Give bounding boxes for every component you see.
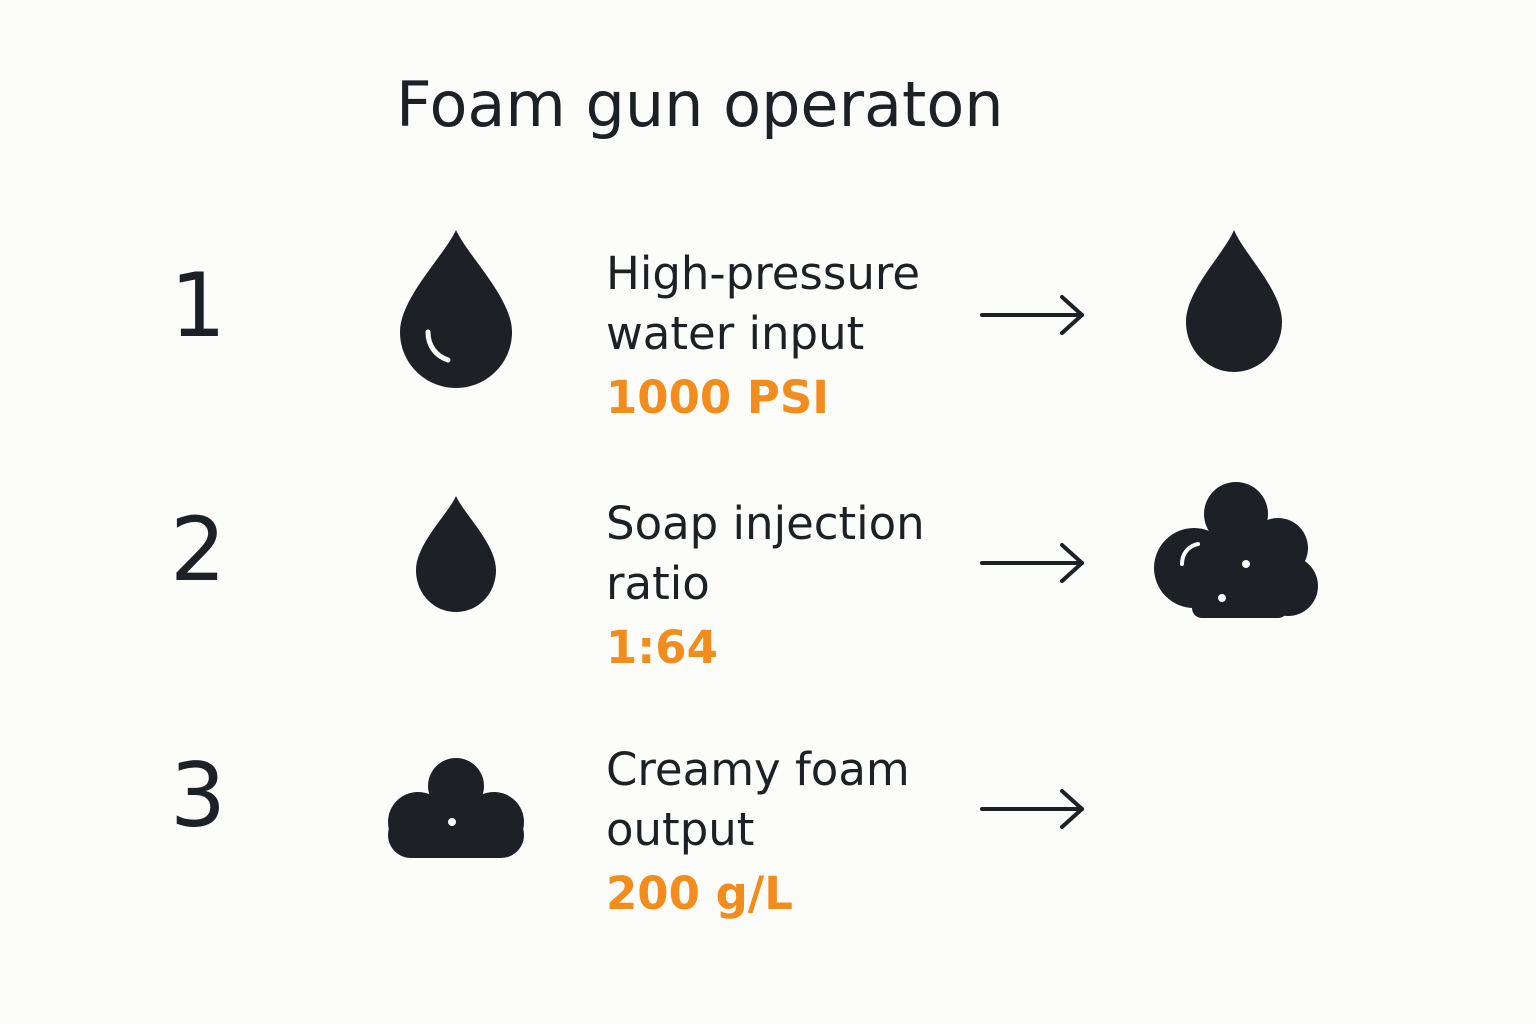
step-3-value: 200 g/L xyxy=(606,867,793,920)
water-drop-icon xyxy=(416,496,496,612)
arrow-right-icon xyxy=(980,789,1084,829)
step-3-label-line-2: output xyxy=(606,803,755,856)
arrow-right-icon xyxy=(980,295,1084,335)
step-3-label-line-1: Creamy foam xyxy=(606,743,910,796)
step-1-text: High-pressure water input 1000 PSI xyxy=(606,244,966,428)
step-1-label-line-1: High-pressure xyxy=(606,247,921,300)
step-3-number: 3 xyxy=(170,744,226,847)
step-3-text: Creamy foam output 200 g/L xyxy=(606,740,966,924)
step-2-text: Soap injection ratio 1:64 xyxy=(606,494,966,678)
water-drop-icon xyxy=(1186,230,1282,372)
step-2-label-line-2: ratio xyxy=(606,557,710,610)
step-1-value: 1000 PSI xyxy=(606,371,830,424)
step-1-label-line-2: water input xyxy=(606,307,865,360)
step-2-value: 1:64 xyxy=(606,621,718,674)
foam-cloud-icon xyxy=(388,758,524,858)
step-2-number: 2 xyxy=(170,498,226,601)
water-drop-icon xyxy=(400,230,512,388)
arrow-right-icon xyxy=(980,543,1084,583)
page-title: Foam gun operaton xyxy=(396,68,1004,141)
step-2-label-line-1: Soap injection xyxy=(606,497,925,550)
foam-cloud-icon xyxy=(1154,482,1318,618)
step-1-number: 1 xyxy=(170,254,226,357)
